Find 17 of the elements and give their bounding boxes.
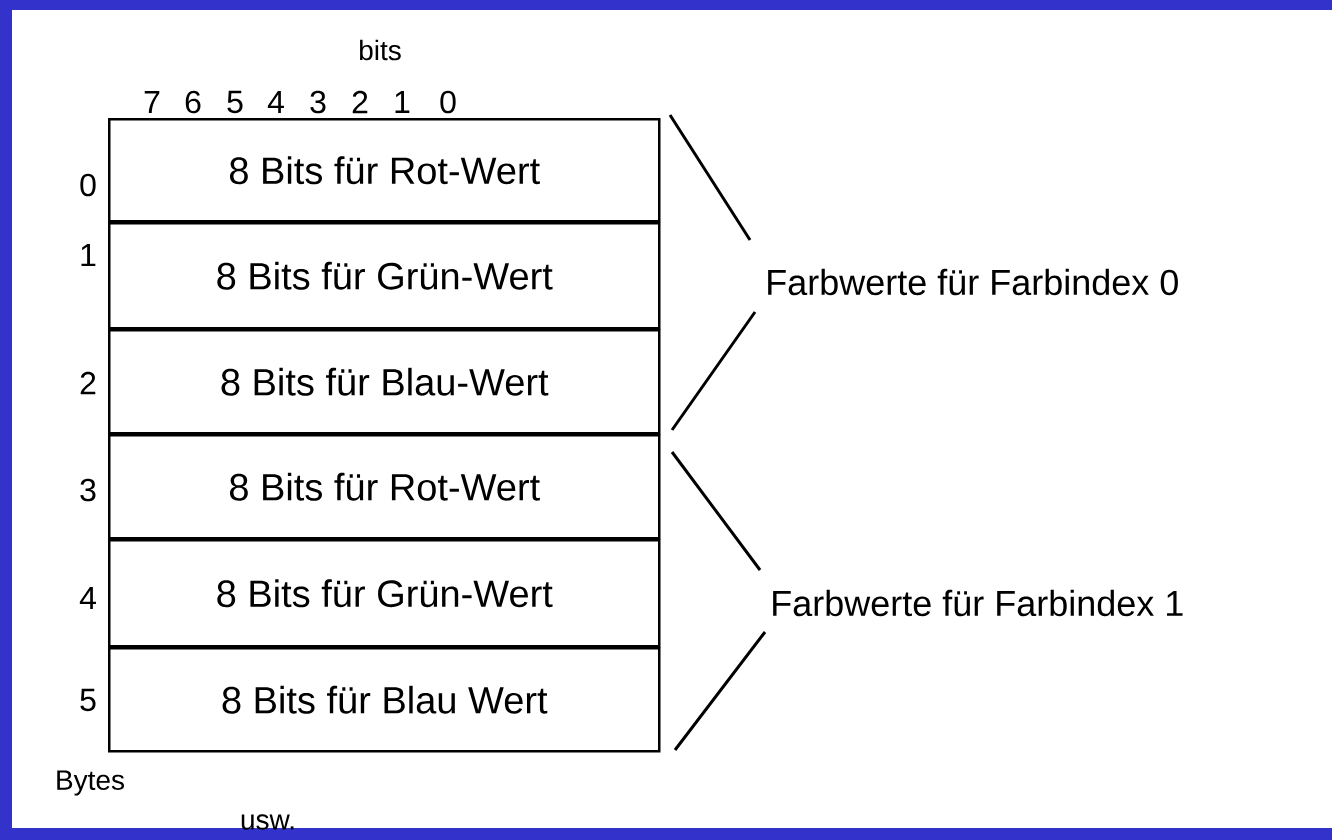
byte-number: 5: [80, 688, 96, 712]
group-label: Farbwerte für Farbindex 0: [768, 268, 1178, 296]
byte-number: 0: [80, 173, 96, 197]
axis-title: bits: [360, 39, 401, 61]
group-label: Farbwerte für Farbindex 1: [773, 589, 1183, 617]
axis-title: Bytes: [57, 770, 124, 796]
byte-number: 4: [79, 587, 96, 609]
field-box: 8 Bits für Rot-Wert: [108, 118, 661, 223]
field-box: 8 Bits für Blau Wert: [108, 647, 661, 753]
byte-number: 3: [80, 478, 96, 502]
byte-number: 1: [81, 244, 96, 266]
note-text: usw.: [241, 814, 294, 830]
field-box: 8 Bits für Grün-Wert: [108, 222, 661, 330]
byte-number: 2: [80, 371, 96, 395]
field-box: 8 Bits für Grün-Wert: [108, 539, 661, 648]
field-box: 8 Bits für Rot-Wert: [108, 434, 661, 540]
field-box: 8 Bits für Blau-Wert: [108, 329, 661, 435]
